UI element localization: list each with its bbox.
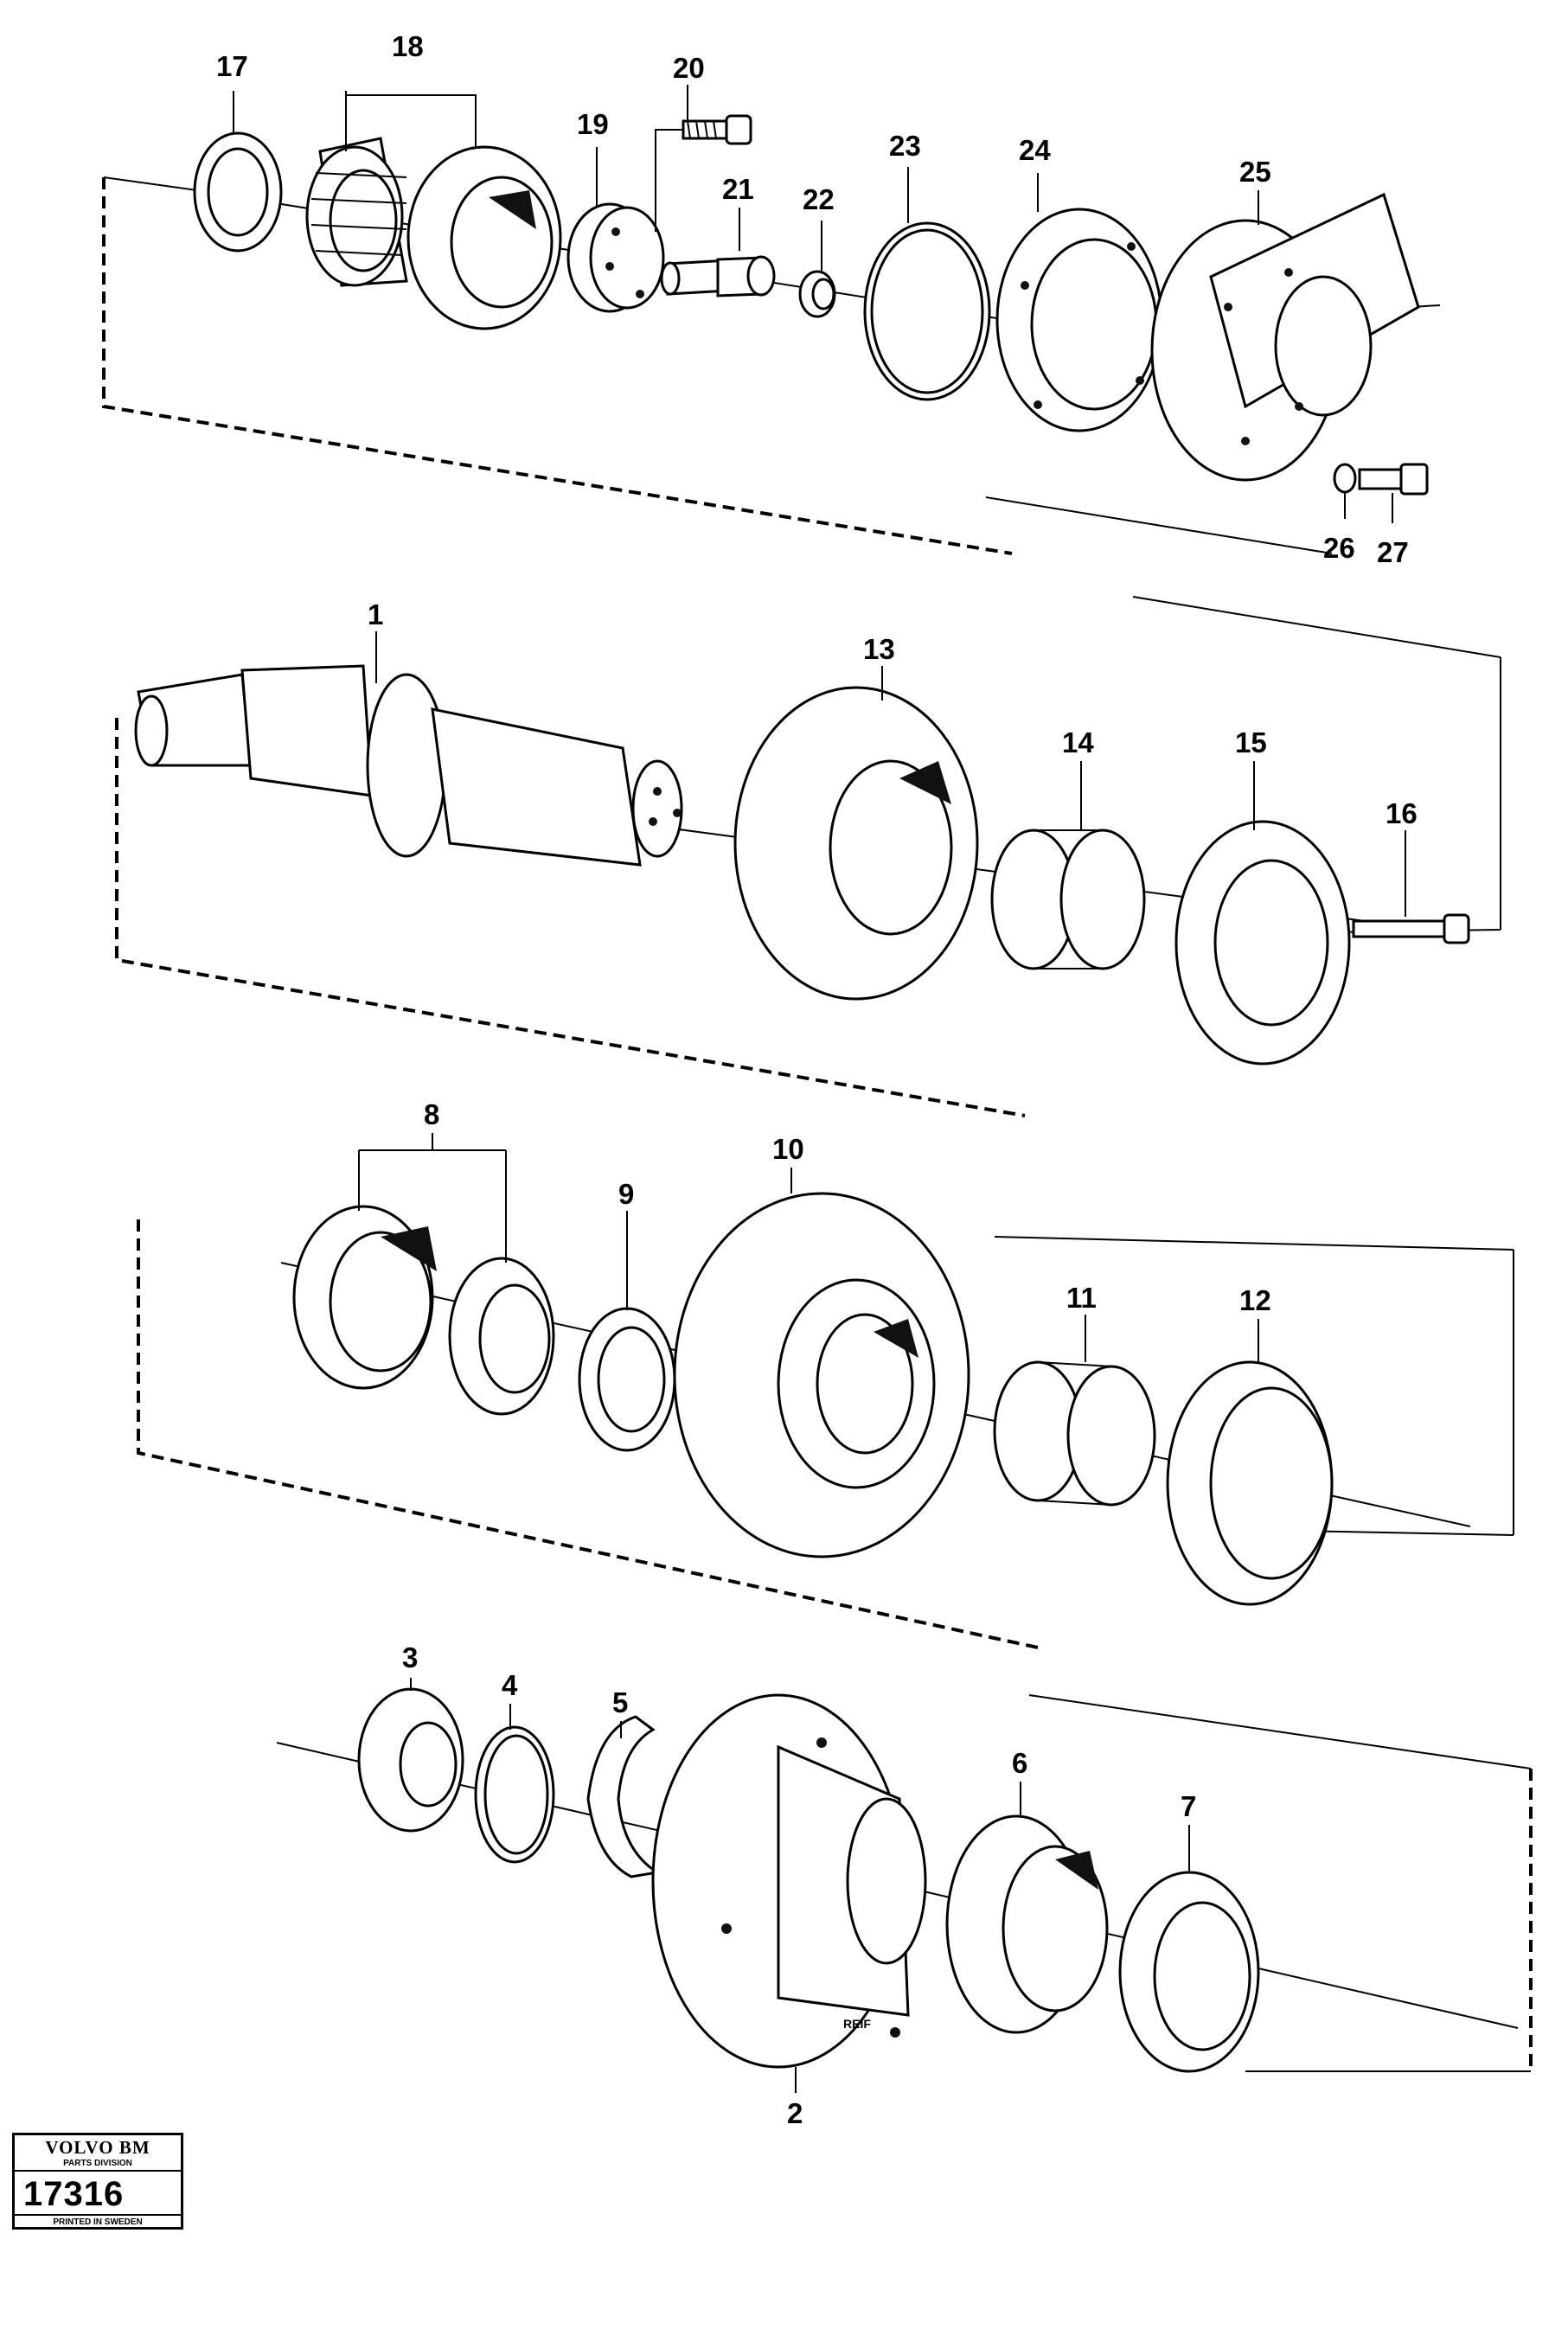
part-15-ring-gear: [1174, 820, 1351, 1065]
stamp-brand: VOLVO BM: [45, 2137, 150, 2158]
callout-7: 7: [1181, 1790, 1196, 1822]
callout-18: 18: [392, 30, 424, 62]
part-22-bushing: [798, 270, 836, 318]
stamp-division: PARTS DIVISION: [15, 2159, 181, 2172]
callout-leaders: [233, 85, 1406, 2093]
callout-5: 5: [612, 1686, 628, 1718]
assembly-group-top: [102, 114, 1441, 555]
part-18-bearing: [305, 137, 562, 330]
part-14-needle-bearing: [990, 829, 1146, 970]
callout-3: 3: [402, 1641, 418, 1673]
drawing-stamp: VOLVO BM PARTS DIVISION 17316 PRINTED IN…: [12, 2133, 183, 2230]
part-7-seal: [1118, 1871, 1260, 2073]
callout-1: 1: [368, 598, 383, 630]
callout-27: 27: [1377, 536, 1409, 568]
callout-9: 9: [618, 1178, 634, 1210]
callout-numbers: 17 18 19 20 21 22 23 24 25 26 27 1 13 14…: [216, 30, 1418, 2129]
callout-13: 13: [863, 633, 895, 665]
part-20-screw: [655, 114, 752, 232]
callout-12: 12: [1239, 1284, 1271, 1316]
callout-21: 21: [722, 173, 754, 205]
callout-4: 4: [502, 1669, 518, 1701]
part-26-washer: [1333, 463, 1357, 494]
assembly-group-shaft: [115, 596, 1501, 1117]
callout-23: 23: [889, 130, 921, 162]
flange-stamp-text: REIF: [843, 2017, 871, 2031]
callout-11: 11: [1066, 1282, 1097, 1314]
part-6-seal-carrier: [945, 1814, 1109, 2034]
callout-15: 15: [1235, 726, 1267, 758]
callout-25: 25: [1239, 156, 1271, 188]
callout-14: 14: [1062, 726, 1094, 758]
callout-17: 17: [216, 50, 248, 82]
part-13-gear: [733, 686, 979, 1001]
callout-19: 19: [577, 108, 609, 140]
callout-24: 24: [1019, 134, 1051, 166]
part-4-lock-ring: [474, 1725, 555, 1864]
part-16-screw: [1352, 913, 1470, 944]
stamp-printed: PRINTED IN SWEDEN: [15, 2214, 181, 2227]
callout-22: 22: [803, 183, 835, 215]
assembly-group-gear: [137, 1192, 1514, 1649]
part-23-o-ring: [863, 221, 991, 401]
part-25-cover: [1150, 192, 1420, 482]
assembly-group-bottom: REIF: [276, 1687, 1533, 2073]
part-10-gear: [673, 1192, 970, 1558]
part-24-gasket: [995, 208, 1163, 432]
part-12-sleeve: [1166, 1360, 1334, 1606]
callout-26: 26: [1323, 532, 1355, 564]
part-9-washer: [578, 1307, 676, 1452]
callout-20: 20: [673, 52, 705, 84]
stamp-number: 17316: [23, 2175, 125, 2213]
part-27-bolt: [1358, 463, 1429, 496]
part-11-needle-bearing: [993, 1360, 1156, 1507]
part-5-spring-ring: [586, 1715, 662, 1878]
callout-10: 10: [772, 1133, 804, 1165]
part-17-washer: [193, 131, 283, 253]
part-1-mainshaft: [134, 664, 683, 867]
callout-6: 6: [1012, 1747, 1027, 1779]
callout-8: 8: [424, 1098, 439, 1130]
part-21-shaft: [660, 255, 776, 298]
part-8-bearing: [292, 1205, 555, 1416]
callout-16: 16: [1386, 797, 1418, 829]
part-19-plate: [566, 202, 665, 313]
part-2-flange: REIF: [651, 1693, 927, 2069]
part-3-nut: [357, 1687, 464, 1833]
callout-2: 2: [787, 2097, 803, 2129]
